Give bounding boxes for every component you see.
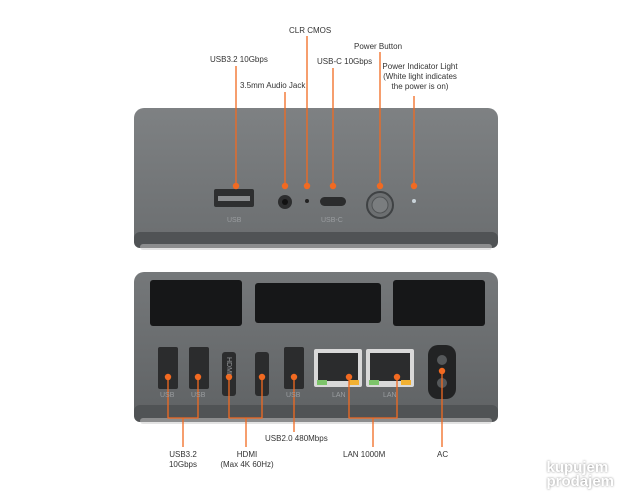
label-power-button: Power Button [354, 42, 403, 51]
label-ac: AC [437, 450, 449, 459]
label-audio-jack: 3.5mm Audio Jack [240, 81, 306, 90]
label-usb32-back: USB3.2 10Gbps [158, 450, 208, 470]
back-hdmi-port-text: HDMI [225, 357, 232, 375]
label-usb32-back-line1: USB3.2 [169, 450, 197, 459]
front-callout-dots [232, 182, 418, 190]
label-usb-c: USB-C 10Gbps [317, 57, 373, 66]
back-usb-port-text-3: USB [286, 392, 301, 399]
label-hdmi-line1: HDMI [236, 450, 258, 459]
front-usb-port-text: USB [227, 217, 242, 224]
front-usbc-port-text: USB-C [321, 217, 343, 224]
label-clr-cmos: CLR CMOS [289, 26, 332, 35]
clr-cmos-hole [305, 199, 309, 203]
usb-port-1 [158, 347, 178, 389]
label-hdmi: HDMI (Max 4K 60Hz) [214, 450, 280, 470]
label-power-indicator-note2: the power is on) [391, 82, 449, 91]
label-hdmi-line2: (Max 4K 60Hz) [220, 460, 274, 469]
back-usb-port-text-1: USB [160, 392, 175, 399]
back-lan-port-text-1: LAN [332, 392, 346, 399]
label-power-indicator-title: Power Indicator Light [382, 62, 458, 71]
label-lan: LAN 1000M [343, 450, 386, 459]
back-usb-port-text-2: USB [191, 392, 206, 399]
back-callout-dots [164, 367, 446, 381]
back-lan-port-text-2: LAN [383, 392, 397, 399]
watermark-line2: prodajem [546, 473, 614, 490]
back-callout-lines [167, 371, 443, 447]
usb-port-2 [189, 347, 209, 389]
vent-left [150, 280, 242, 326]
vent-middle [255, 283, 381, 323]
watermark-logo: kupujem prodajem [546, 459, 614, 490]
usb-port-3 [284, 347, 304, 389]
label-power-indicator: Power Indicator Light (White light indic… [370, 62, 470, 92]
front-callout-lines [235, 36, 415, 186]
watermark-line1: kupujem [546, 459, 609, 476]
label-usb32-back-line2: 10Gbps [168, 460, 198, 469]
label-power-indicator-note1: (White light indicates [383, 72, 457, 81]
front-panel [134, 108, 498, 250]
back-panel [134, 272, 498, 424]
label-usb20: USB2.0 480Mbps [265, 434, 328, 443]
label-usb32-front: USB3.2 10Gbps [210, 55, 268, 64]
power-indicator [412, 199, 416, 203]
vent-right [393, 280, 485, 326]
usb-c-port [320, 197, 346, 206]
